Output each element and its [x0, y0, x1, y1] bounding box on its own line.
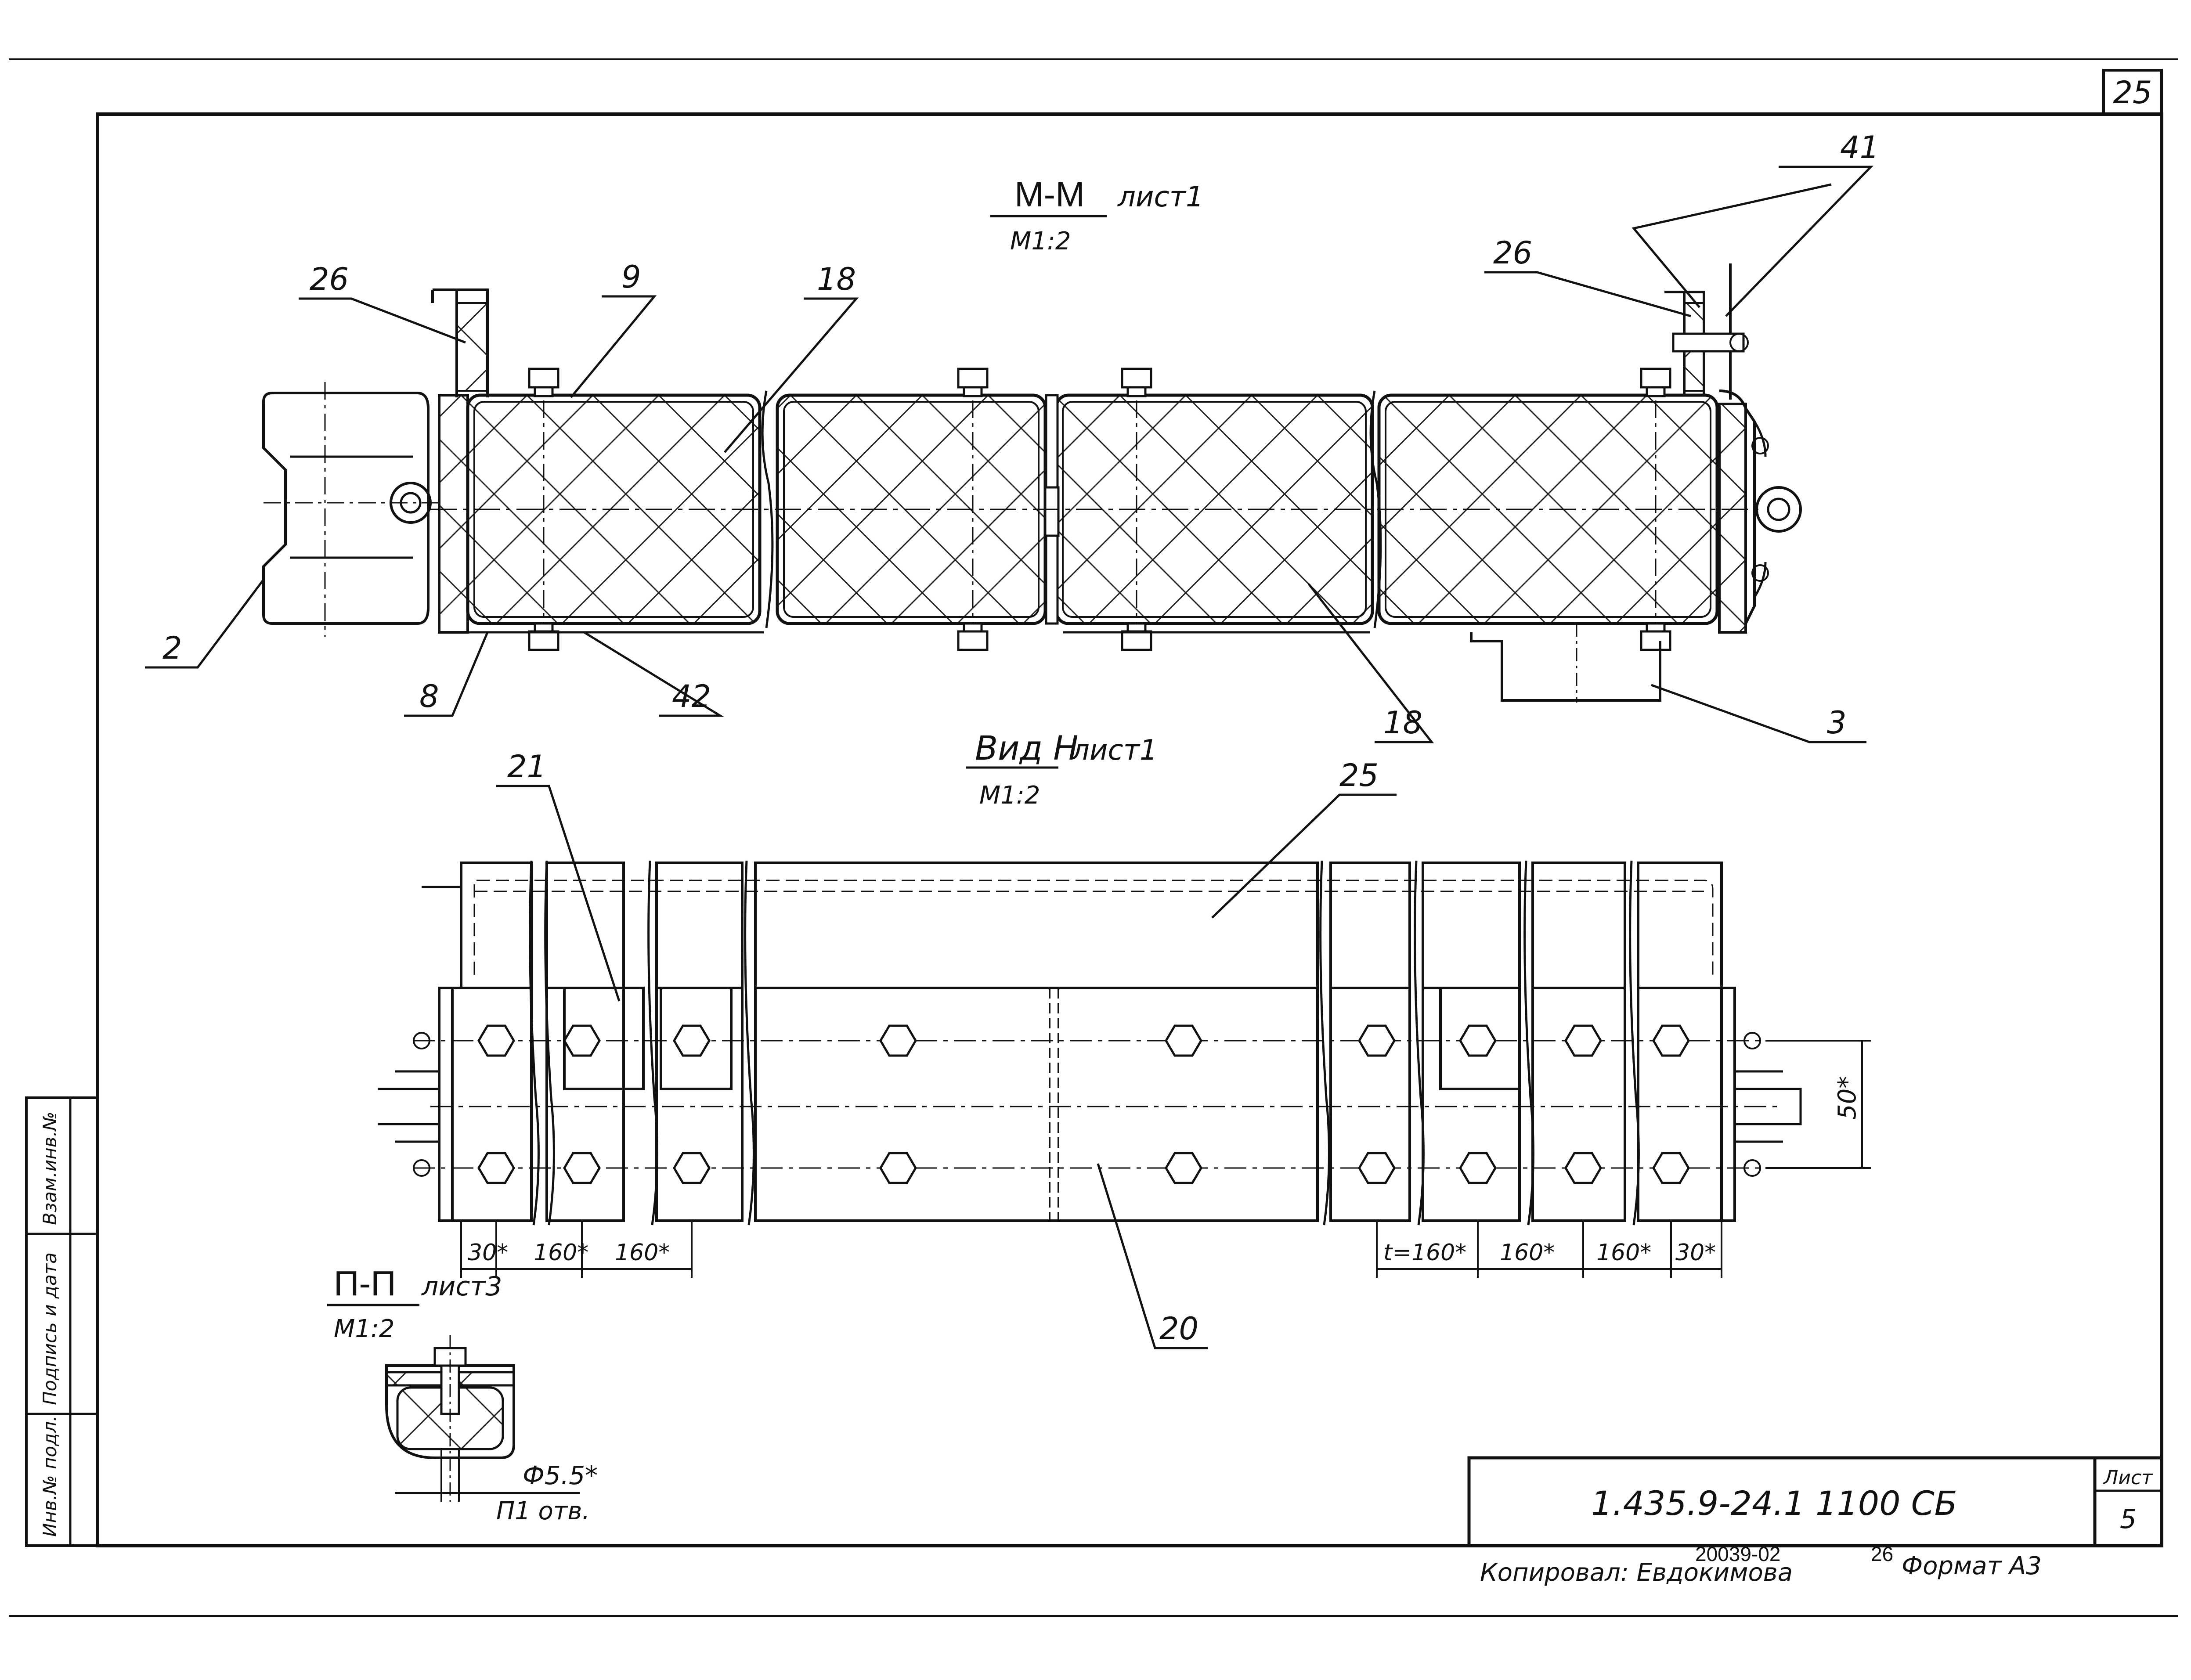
- stamp-signature-date: Подпись и дата: [39, 1252, 61, 1405]
- callout-21: 21: [507, 749, 546, 785]
- section-mm-sheet-ref: лист1: [1117, 181, 1204, 213]
- sheet-number-top: 25: [2113, 75, 2152, 111]
- view-h-drawing: [378, 860, 1871, 1278]
- hole-diameter: Ф5.5*: [523, 1460, 598, 1490]
- section-pp-drawing: [385, 1335, 580, 1502]
- view-h-callout-labels: 21 25 20: [507, 749, 1379, 1347]
- callout-42: 42: [672, 678, 711, 714]
- section-pp-label: П-П: [334, 1264, 396, 1303]
- dim-160-c: 160*: [1500, 1240, 1555, 1266]
- view-h-dimension-labels: 30* 160* 160* t=160* 160* 160* 30* 50*: [468, 1076, 1862, 1266]
- paper-format: Формат А3: [1902, 1552, 2042, 1580]
- section-mm-drawing: [262, 263, 1802, 703]
- section-mm-label: М-М: [1014, 175, 1085, 214]
- drawing-designation: 1.435.9-24.1 1100 СБ: [1591, 1484, 1957, 1523]
- section-mm-scale: М1:2: [1010, 227, 1071, 256]
- order-number: 20039-02: [1695, 1543, 1780, 1565]
- view-h-scale: М1:2: [979, 781, 1040, 810]
- callout-18-top: 18: [817, 261, 856, 297]
- mm-callout-labels: 26 9 18 26 41 2 8 42 18 3: [162, 130, 1879, 741]
- stamp-inv-no: Инв.№ подл.: [39, 1416, 61, 1537]
- dim-30-left: 30*: [468, 1240, 508, 1266]
- sheet-label: Лист: [2103, 1467, 2153, 1489]
- section-pp-sheet-ref: лист3: [421, 1271, 502, 1302]
- callout-3: 3: [1827, 705, 1847, 741]
- view-h-leaders: [496, 785, 1397, 1349]
- callout-18-bottom: 18: [1383, 705, 1422, 741]
- hole-count: П1 отв.: [496, 1497, 590, 1525]
- stamp-replaced-inv: Взам.инв.№: [39, 1112, 61, 1225]
- sheet-value: 5: [2120, 1504, 2137, 1535]
- sheet-frame: [9, 58, 2178, 1617]
- section-pp-labels: Ф5.5* П1 отв.: [496, 1460, 598, 1525]
- side-stamp: Инв.№ подл. Подпись и дата Взам.инв.№: [39, 1112, 61, 1537]
- section-pp-title: П-П лист3 М1:2: [327, 1264, 502, 1343]
- section-pp-scale: М1:2: [334, 1315, 394, 1343]
- view-h-title: Вид Н лист1 М1:2: [966, 728, 1158, 810]
- title-block: 1.435.9-24.1 1100 СБ Лист 5: [1467, 1456, 2163, 1547]
- callout-9: 9: [621, 259, 641, 295]
- dim-160-b: 160*: [615, 1240, 670, 1266]
- mm-leaders: [145, 166, 1873, 743]
- callout-20: 20: [1159, 1311, 1198, 1347]
- footer: Копировал: Евдокимова 20039-02 26 Формат…: [1480, 1543, 2042, 1587]
- dim-50: 50*: [1833, 1076, 1862, 1120]
- copied-by: Копировал: Евдокимова: [1480, 1558, 1793, 1587]
- dim-t-160: t=160*: [1383, 1240, 1466, 1266]
- footer-extra: 26: [1871, 1543, 1893, 1565]
- callout-41: 41: [1840, 130, 1879, 166]
- dim-160-d: 160*: [1596, 1240, 1651, 1266]
- callout-2: 2: [162, 630, 182, 666]
- dim-30-right: 30*: [1675, 1240, 1716, 1266]
- dim-160-a: 160*: [534, 1240, 588, 1266]
- callout-8: 8: [419, 678, 439, 714]
- section-mm-title: М-М лист1 М1:2: [990, 175, 1204, 256]
- callout-26-left: 26: [310, 261, 349, 297]
- callout-25: 25: [1339, 757, 1379, 793]
- view-h-label: Вид Н: [975, 728, 1078, 768]
- view-h-sheet-ref: лист1: [1071, 734, 1158, 767]
- callout-26-right: 26: [1493, 235, 1532, 271]
